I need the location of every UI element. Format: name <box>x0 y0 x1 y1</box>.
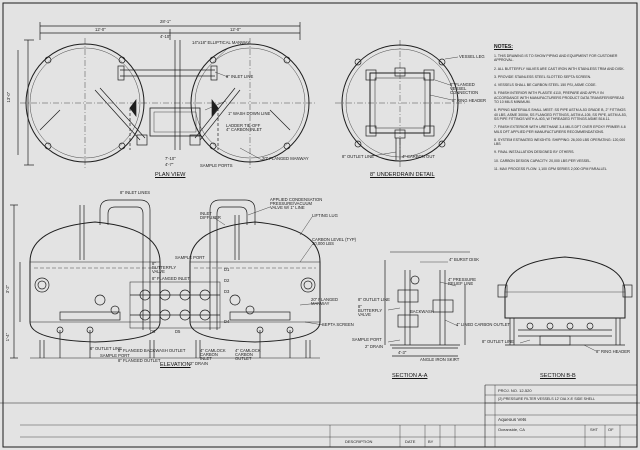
label-d2: D2 <box>224 278 230 283</box>
note-item: 9. FINAL INSTALLATION DESIGNED BY OTHERS… <box>494 150 575 155</box>
dim-overall: 28'-1" <box>160 19 171 24</box>
label-angle-iron: ANGLE IRON SKIRT <box>420 357 460 362</box>
plan-view <box>17 22 315 168</box>
label-flanged-inlet: 8" FLANGED INLET <box>152 276 190 281</box>
project-number: PROJ. NO. 12-520 <box>498 388 532 393</box>
dim-small2-plan: 4'-7" <box>165 162 174 167</box>
section-b-b <box>497 256 633 352</box>
dim-height: 13'-0" <box>6 91 12 103</box>
label-flanged-manway: 20" FLANGED MANWAY <box>262 156 309 161</box>
label-ladder-tieoff: LADDER TIE-OFF <box>226 123 261 128</box>
label-outlet-bb: 8" OUTLET LINE <box>482 339 514 344</box>
label-flanged-manway-elev: 20" FLANGED MANWAY <box>311 297 339 307</box>
rev-date: DATE <box>405 439 416 444</box>
label-inlet-diffuser: INLET DIFFUSER <box>200 211 221 221</box>
label-vapor-valve: APPLIED CONDENSATION PRESSURE/VACUUM VAL… <box>270 197 323 211</box>
note-item: 10. CARBON DESIGN CAPACITY: 20,000 LBS P… <box>494 158 592 163</box>
label-sample-port-2: SAMPLE PORT <box>100 353 130 358</box>
label-vessel-leg: VESSEL LEG <box>459 54 485 59</box>
rev-header: DESCRIPTION <box>345 439 373 444</box>
label-septa-screen: SEPTA SCREEN <box>322 322 354 327</box>
label-ring-header-bb: 8" RING HEADER <box>596 349 631 354</box>
of-label: OF <box>608 427 614 432</box>
elevation-title: ELEVATION <box>160 362 191 368</box>
company-location: Oceanside, CA <box>498 427 525 432</box>
dim-small-plan: 7'-10" <box>165 156 176 161</box>
dim-14: 1'-4" <box>5 332 11 342</box>
label-carbon-inlet: 4" CARBON INLET <box>226 127 262 132</box>
label-inlet-line: 8" INLET LINE <box>226 74 254 79</box>
note-item: 3. PROVIDE STAINLESS STEEL SLOTTED SEPTA… <box>494 74 592 79</box>
label-camlock-inlet: 4" CAMLOCK CARBON INLET <box>200 348 226 362</box>
note-item: 6. PIPING MATERIALS SHALL MEET: SS PIPE … <box>494 108 627 121</box>
dim-left: 12'-0" <box>95 27 106 32</box>
label-sample-ports: SAMPLE PORTS <box>200 163 233 168</box>
label-ring-header: 8" RING HEADER <box>452 98 487 103</box>
label-d5: D5 <box>175 329 181 334</box>
underdrain-detail <box>335 40 465 168</box>
label-flanged-vessel-conn: 8" FLANGED VESSEL CONNECTION <box>450 82 479 96</box>
label-d6: D6 <box>150 329 156 334</box>
label-outlet-aa: 8" OUTLET LINE <box>358 297 390 302</box>
label-backwash: BACKWASH <box>410 309 434 314</box>
section-aa-title: SECTION A-A <box>392 373 428 379</box>
notes-list: 1. THIS DRAWING IS TO SHOW PIPING AND EQ… <box>494 54 628 175</box>
note-item: 8. SYSTEM ESTIMATED WEIGHTS: SHIPPING: 2… <box>494 137 626 147</box>
elevation-view <box>10 199 324 359</box>
label-d1: D1 <box>224 267 230 272</box>
note-item: 7. FINISH EXTERIOR WITH URETHANE 3-4 MIL… <box>494 125 626 134</box>
note-item: 5. FINISH INTERIOR WITH PLASITE 4110, PR… <box>494 91 625 105</box>
drawing-description: (2) PRESSURE FILTER VESSELS 12' DIA X 8'… <box>498 397 595 401</box>
dim-center: 4'-10" <box>160 34 171 39</box>
note-item: 2. ALL BUTTERFLY VALVES ARE CAST IRON WI… <box>494 66 625 71</box>
label-outlet-line-elev: 8" OUTLET LINE <box>90 346 122 351</box>
label-relief-line: 4" PRESSURE RELIEF LINE <box>448 277 477 287</box>
dim-32: 3'-2" <box>5 284 11 294</box>
label-butterfly-aa: 8" BUTTERFLY VALVE <box>358 304 383 318</box>
label-drain: 2" DRAIN <box>190 361 209 366</box>
label-sample-port: SAMPLE PORT <box>175 255 205 260</box>
note-item: 1. THIS DRAWING IS TO SHOW PIPING AND EQ… <box>494 54 618 63</box>
note-item: 11. MAX PROCESS FLOW: 1,100 GPM SERIES 2… <box>494 167 607 172</box>
label-wash-down: 1" WASH DOWN LINE <box>228 111 271 116</box>
label-sample-port-aa: SAMPLE PORT <box>352 337 382 342</box>
label-drain-aa: 2" DRAIN <box>365 344 384 349</box>
label-carbon-level: CARBON LEVEL (TYP) 20,000 LBS <box>312 237 357 247</box>
dim-aa: 4'-3" <box>398 350 407 355</box>
section-a-a <box>384 251 470 357</box>
section-bb-title: SECTION B-B <box>540 373 576 379</box>
label-carbon-out: 4" CARBON OUT <box>402 154 435 159</box>
company-name: Aqueous Vets <box>498 417 527 422</box>
label-camlock-outlet: 4" CAMLOCK CARBON OUTLET <box>235 348 261 362</box>
label-d4: D4 <box>224 319 230 324</box>
label-inlet-lines: 8" INLET LINES <box>120 190 151 195</box>
label-butterfly-valve: 8" BUTTERFLY VALVE <box>152 261 177 275</box>
rev-by: BY <box>428 439 434 444</box>
label-elliptical-manway: 14"x18" ELLIPTICAL MANWAY <box>192 40 251 45</box>
dim-right: 12'-0" <box>230 27 241 32</box>
label-d3: D3 <box>224 289 230 294</box>
notes-title: NOTES: <box>494 44 513 50</box>
label-backwash-outlet: 8" FLANGED BACKWASH OUTLET <box>118 348 186 353</box>
label-burst-disk: 4" BURST DISK <box>449 257 480 262</box>
note-item: 4. VESSELS SHALL BE CARBON STEEL 150 PSI… <box>494 83 597 88</box>
plan-view-title: PLAN VIEW <box>155 172 186 178</box>
sheet-label: SHT <box>590 427 598 432</box>
label-lined-carbon-outlet: 4" LINED CARBON OUTLET <box>456 322 511 327</box>
label-outlet-line: 8" OUTLET LINE <box>342 154 374 159</box>
label-lifting-lug: LIFTING LUG <box>312 213 338 218</box>
underdrain-title: 8" UNDERDRAIN DETAIL <box>370 172 435 178</box>
label-flanged-outlet: 8" FLANGED OUTLET <box>118 358 161 363</box>
